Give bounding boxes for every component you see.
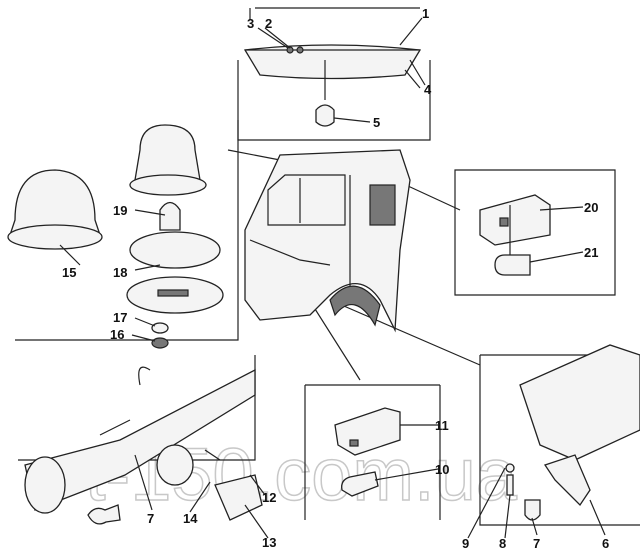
callout-17: 17	[113, 310, 127, 325]
rear-lamp-assembly	[24, 366, 263, 525]
callout-19: 19	[113, 203, 127, 218]
callout-10: 10	[435, 462, 449, 477]
callout-7-left: 7	[147, 511, 154, 526]
callout-21: 21	[584, 245, 598, 260]
callout-15: 15	[62, 265, 76, 280]
truck-cab	[244, 149, 411, 333]
roof-lamp-assembly	[243, 44, 426, 127]
marker-lamp-11	[334, 407, 401, 497]
bracket-assembly	[505, 344, 640, 521]
callout-2: 2	[265, 16, 272, 31]
beacon-lamp-parts	[7, 124, 224, 349]
callout-8: 8	[499, 536, 506, 551]
callout-20: 20	[584, 200, 598, 215]
marker-lamp-20	[479, 194, 551, 276]
leader-lines	[59, 17, 606, 539]
callout-16: 16	[110, 327, 124, 342]
callout-6: 6	[602, 536, 609, 551]
callout-11: 11	[435, 418, 449, 433]
callout-labels: 1 2 3 4 5 20 21 19 15 18 17 16 11 10 12 …	[62, 6, 609, 551]
callout-5: 5	[373, 115, 380, 130]
callout-12: 12	[262, 490, 276, 505]
callout-13: 13	[262, 535, 276, 550]
callout-9: 9	[462, 536, 469, 551]
callout-7-right: 7	[533, 536, 540, 551]
callout-14: 14	[183, 511, 198, 526]
callout-4: 4	[424, 82, 432, 97]
callout-1: 1	[422, 6, 429, 21]
callout-18: 18	[113, 265, 127, 280]
callout-3: 3	[247, 16, 254, 31]
